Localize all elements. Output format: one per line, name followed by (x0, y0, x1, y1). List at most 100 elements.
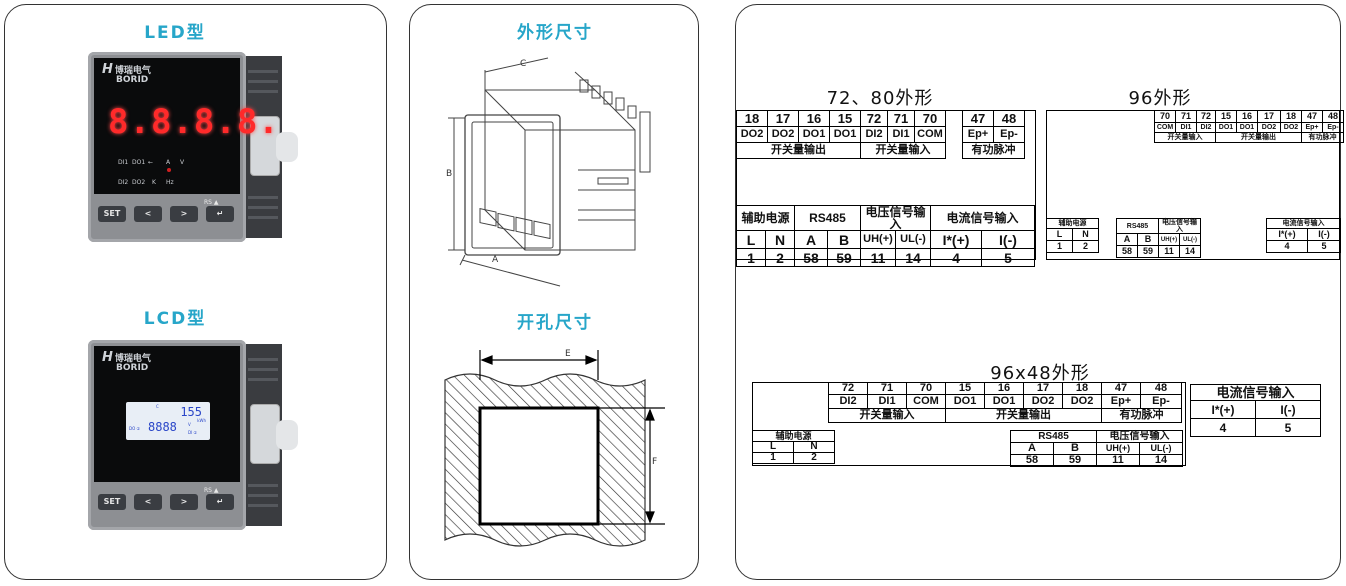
group-label: RS485 (1010, 430, 1097, 443)
w96-bottom-left: 辅助电源 L N 1 2 (1046, 218, 1099, 253)
lcd-main-value: 8888 (148, 420, 177, 434)
group-label: 电流信号输入 (930, 205, 1035, 231)
terminal-code: L (1046, 228, 1073, 241)
dims-title: 外形尺寸 (517, 23, 593, 43)
brand-mark-icon: H (102, 62, 113, 77)
w7280-pulse-terminals: 47 48 Ep+ Ep- 有功脉冲 (962, 110, 1025, 159)
terminal-num: 71 (1175, 110, 1197, 123)
terminal-num: 1 (736, 248, 766, 267)
terminal-code: I(-) (1255, 400, 1321, 419)
enter-key[interactable]: ↵ (206, 206, 234, 222)
lcd-top-value: 155 (180, 405, 202, 419)
dim-label-f: F (652, 457, 657, 467)
ind-k: K (152, 179, 156, 186)
set-key[interactable]: SET (98, 206, 126, 222)
terminal-num: 72 (828, 382, 868, 395)
terminal-code: B (1137, 233, 1159, 246)
terminal-code: UL(-) (1139, 442, 1183, 455)
group-label: 有功脉冲 (1301, 132, 1344, 143)
outline-drawing: C B A (446, 57, 651, 287)
terminal-code: UH(+) (860, 230, 896, 249)
cutout-title: 开孔尺寸 (517, 313, 593, 333)
terminal-code: I*(+) (930, 230, 982, 249)
terminal-num: 15 (945, 382, 985, 395)
set-key[interactable]: SET (98, 494, 126, 510)
terminal-code: DO1 (1215, 122, 1237, 133)
terminal-code: DI1 (1175, 122, 1197, 133)
terminal-code: N (765, 230, 795, 249)
terminal-num: 48 (993, 110, 1025, 127)
terminal-num: 5 (1255, 418, 1321, 437)
lcd-main-unit: V (188, 422, 191, 427)
terminal-code: DI2 (1196, 122, 1216, 133)
group-label: 电压信号输入 (1158, 218, 1201, 234)
terminal-num: 14 (895, 248, 931, 267)
keypad: SET < > ↵ (96, 494, 238, 518)
terminal-num: 18 (1062, 382, 1102, 395)
right-key[interactable]: > (170, 206, 198, 222)
led-digits: 8.8.8.8. (108, 102, 280, 142)
ind-a: A (166, 159, 171, 166)
terminal-num: 70 (906, 382, 946, 395)
terminal-code: Ep- (1140, 394, 1182, 409)
group-label: 开关量输出 (1215, 132, 1302, 143)
terminal-code: DO1 (945, 394, 985, 409)
dim-label-b: B (446, 169, 452, 179)
terminal-code: N (793, 441, 835, 453)
terminal-num: 58 (794, 248, 828, 267)
brand-mark-icon: H (102, 350, 113, 365)
terminal-num: 59 (1137, 245, 1159, 258)
right-key[interactable]: > (170, 494, 198, 510)
brand-en: BORID (116, 363, 149, 373)
rs-label: RS ▲ (204, 199, 219, 206)
terminal-num: 59 (1053, 454, 1097, 467)
wiring-panel (735, 4, 1341, 580)
lcd-top-unit: kWh (197, 418, 206, 423)
group-label: 开关量输出 (945, 408, 1102, 423)
terminal-code: DO2 (1023, 394, 1063, 409)
brand-en: BORID (116, 75, 149, 85)
terminal-num: 14 (1179, 245, 1201, 258)
left-key[interactable]: < (134, 206, 162, 222)
ind-do2: DO2 (132, 179, 146, 186)
group-label: 辅助电源 (736, 205, 795, 231)
w7280-title: 72、80外形 (826, 88, 934, 109)
terminal-num: 4 (1190, 418, 1256, 437)
keypad: SET < > ↵ (96, 206, 238, 230)
enter-key[interactable]: ↵ (206, 494, 234, 510)
lcd-display: C 155 kWh DO ① 8888 V DI ① (126, 402, 210, 440)
brand-cn: 博瑞电气 (114, 354, 151, 364)
w96-bottom-right: 电流信号输入 I*(+) I(-) 4 5 (1266, 218, 1341, 253)
ind-di2: DI2 (118, 179, 129, 186)
brand-cn: 博瑞电气 (114, 66, 151, 76)
terminal-code: DO1 (984, 394, 1024, 409)
ind-di1: DI1 (118, 159, 129, 166)
terminal-num: 16 (798, 110, 830, 127)
group-label: 有功脉冲 (962, 142, 1025, 159)
group-label: 电压信号输入 (860, 205, 931, 231)
terminal-code: Ep- (1322, 122, 1344, 133)
terminal-num: 2 (1072, 240, 1099, 253)
terminal-num: 72 (1196, 110, 1216, 123)
terminal-num: 17 (1257, 110, 1281, 123)
terminal-num: 4 (1266, 240, 1308, 253)
terminal-code: A (794, 230, 828, 249)
left-key[interactable]: < (134, 494, 162, 510)
terminal-code: A (1116, 233, 1138, 246)
terminal-code: COM (906, 394, 946, 409)
terminal-code: DI1 (867, 394, 907, 409)
terminal-num: 11 (1158, 245, 1180, 258)
dim-label-a: A (492, 255, 499, 265)
group-label: 电流信号输入 (1190, 384, 1321, 401)
group-label: 电流信号输入 (1266, 218, 1341, 229)
terminal-num: 16 (1236, 110, 1258, 123)
w96-bottom-mid: RS485 电压信号输入 A B UH(+) UL(-) 58 59 11 14 (1116, 218, 1201, 258)
terminal-num: 47 (1101, 382, 1141, 395)
lcd-tiny: C (156, 404, 159, 409)
terminal-num: 59 (827, 248, 861, 267)
terminal-num: 5 (1307, 240, 1341, 253)
group-label: RS485 (794, 205, 861, 231)
